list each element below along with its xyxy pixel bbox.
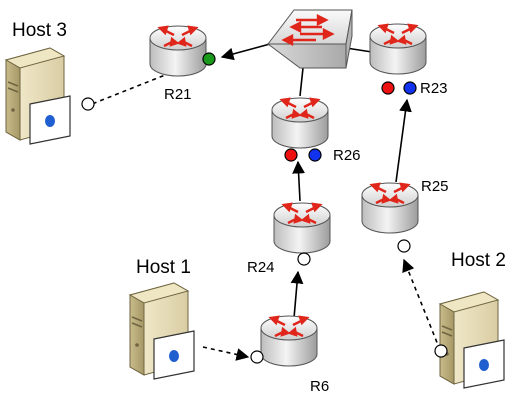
r23-router[interactable] xyxy=(369,23,427,75)
link-host1-r6 xyxy=(202,346,250,361)
host1-label: Host 1 xyxy=(136,257,191,278)
r21-label: R21 xyxy=(164,86,192,103)
switch-arrows-icon xyxy=(281,14,335,46)
host2-label: Host 2 xyxy=(451,250,506,271)
r24-label: R24 xyxy=(247,259,275,276)
r26-router[interactable] xyxy=(271,97,329,149)
link-switch-r26 xyxy=(299,67,304,97)
r26-label: R26 xyxy=(333,147,361,164)
r23-port-red xyxy=(381,81,395,95)
host3-label: Host 3 xyxy=(12,20,67,41)
r26-port-red xyxy=(284,148,298,162)
ports xyxy=(81,52,448,364)
r26-port-blue xyxy=(308,148,322,162)
router-arrows-icon xyxy=(157,25,199,48)
r21-port-green xyxy=(202,52,216,66)
r23-label: R23 xyxy=(420,80,448,97)
link-host2-r25 xyxy=(402,258,441,351)
host2-port xyxy=(434,344,448,358)
link-switch-r23 xyxy=(345,47,373,53)
r24-router[interactable] xyxy=(273,202,331,254)
r6-port xyxy=(250,350,264,364)
links xyxy=(91,43,441,361)
router-arrows-icon xyxy=(279,97,321,120)
host2-computer-icon[interactable] xyxy=(438,291,505,389)
router-arrows-icon xyxy=(369,182,411,205)
r24-port xyxy=(297,252,311,266)
link-r24-r26 xyxy=(292,160,305,202)
routers xyxy=(149,23,427,367)
link-r6-r24 xyxy=(290,270,304,319)
router-arrows-icon xyxy=(281,202,323,225)
host3-computer-icon[interactable] xyxy=(4,47,71,145)
router-arrows-icon xyxy=(377,23,419,46)
r25-port xyxy=(397,239,411,253)
link-r25-r23 xyxy=(395,98,412,183)
router-arrows-icon xyxy=(268,315,310,338)
r25-router[interactable] xyxy=(361,182,419,234)
host3-port xyxy=(81,97,95,111)
r21-router[interactable] xyxy=(149,25,207,77)
core-switch[interactable] xyxy=(266,9,353,69)
r23-port-blue xyxy=(403,81,417,95)
hosts xyxy=(4,47,505,389)
r25-label: R25 xyxy=(421,178,449,195)
link-switch-r21 xyxy=(220,43,271,61)
r6-label: R6 xyxy=(310,378,330,395)
r6-router[interactable] xyxy=(260,315,318,367)
host1-computer-icon[interactable] xyxy=(128,282,195,380)
